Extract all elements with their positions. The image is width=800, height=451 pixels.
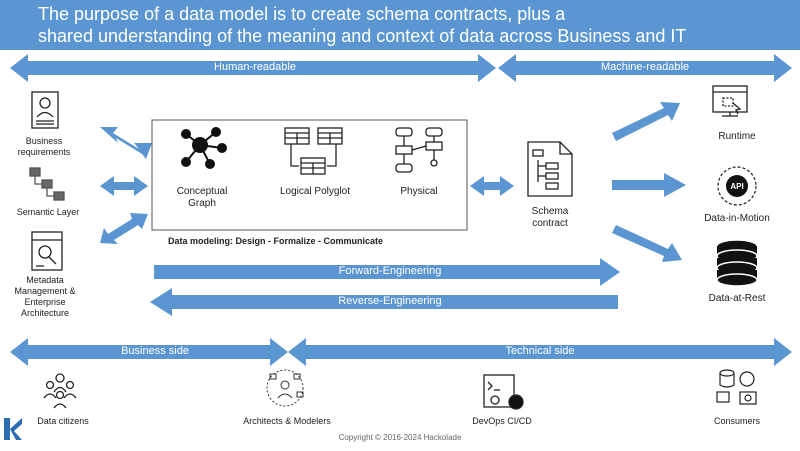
data-citizens-icon (43, 373, 77, 409)
title-banner: The purpose of a data model is to create… (0, 0, 800, 50)
metadata-management-icon (31, 231, 63, 271)
data-in-motion-label: Data-in-Motion (704, 213, 770, 224)
arrow-metadata (100, 213, 148, 244)
runtime-label: Runtime (718, 131, 756, 142)
logical-polyglot-icon (284, 127, 343, 175)
api-icon-text: API (730, 182, 743, 191)
copyright-text: Copyright © 2016-2024 Hackolade (338, 433, 462, 442)
data-in-motion-icon: API (717, 166, 757, 206)
arrow-to-data-in-motion (612, 173, 686, 197)
conceptual-label: Conceptual Graph (176, 186, 228, 209)
metadata-management-label: Metadata Management & Enterprise Archite… (14, 275, 76, 318)
technical-side-label: Technical side (505, 345, 575, 357)
arrow-semantic-layer (100, 176, 148, 196)
physical-label: Physical (400, 186, 438, 197)
human-readable-label: Human-readable (214, 61, 296, 73)
human-readable-band (10, 54, 496, 82)
arrow-business-requirements (100, 127, 152, 159)
business-requirements-icon (31, 91, 59, 129)
business-side-band (10, 338, 288, 366)
devops-label: DevOps CI/CD (472, 416, 532, 426)
conceptual-graph-icon (181, 127, 227, 169)
semantic-layer-icon (29, 167, 65, 201)
arrow-to-schema-contract (470, 176, 514, 196)
devops-icon (483, 374, 524, 410)
forward-engineering-label: Forward-Engineering (338, 265, 442, 277)
physical-icon (395, 127, 443, 173)
hackolade-logo (4, 418, 22, 440)
semantic-layer-label: Semantic Layer (16, 207, 80, 217)
business-requirements-label: Business requirements (17, 136, 71, 157)
arrow-to-runtime (612, 102, 680, 141)
data-modeling-caption: Data modeling: Design - Formalize - Comm… (168, 236, 384, 246)
schema-contract-icon (527, 141, 573, 197)
technical-side-band (288, 338, 792, 366)
data-at-rest-label: Data-at-Rest (708, 293, 766, 304)
consumers-label: Consumers (713, 416, 760, 426)
architects-modelers-icon (266, 369, 304, 407)
reverse-engineering-label: Reverse-Engineering (338, 295, 442, 307)
machine-readable-band (498, 54, 792, 82)
arrow-to-data-at-rest (612, 225, 682, 262)
data-citizens-label: Data citizens (37, 416, 89, 426)
consumers-icon (716, 369, 757, 405)
title-line-2: shared understanding of the meaning and … (38, 26, 687, 46)
business-side-label: Business side (121, 345, 189, 357)
schema-contract-label: Schema contract (531, 206, 569, 229)
reverse-engineering-arrow (150, 288, 618, 316)
architects-modelers-label: Architects & Modelers (243, 416, 331, 426)
title-line-1: The purpose of a data model is to create… (38, 4, 566, 24)
database-icon (716, 239, 758, 287)
runtime-icon (712, 85, 748, 117)
forward-engineering-arrow (154, 258, 620, 286)
logical-label: Logical Polyglot (279, 186, 351, 197)
machine-readable-label: Machine-readable (600, 61, 690, 73)
